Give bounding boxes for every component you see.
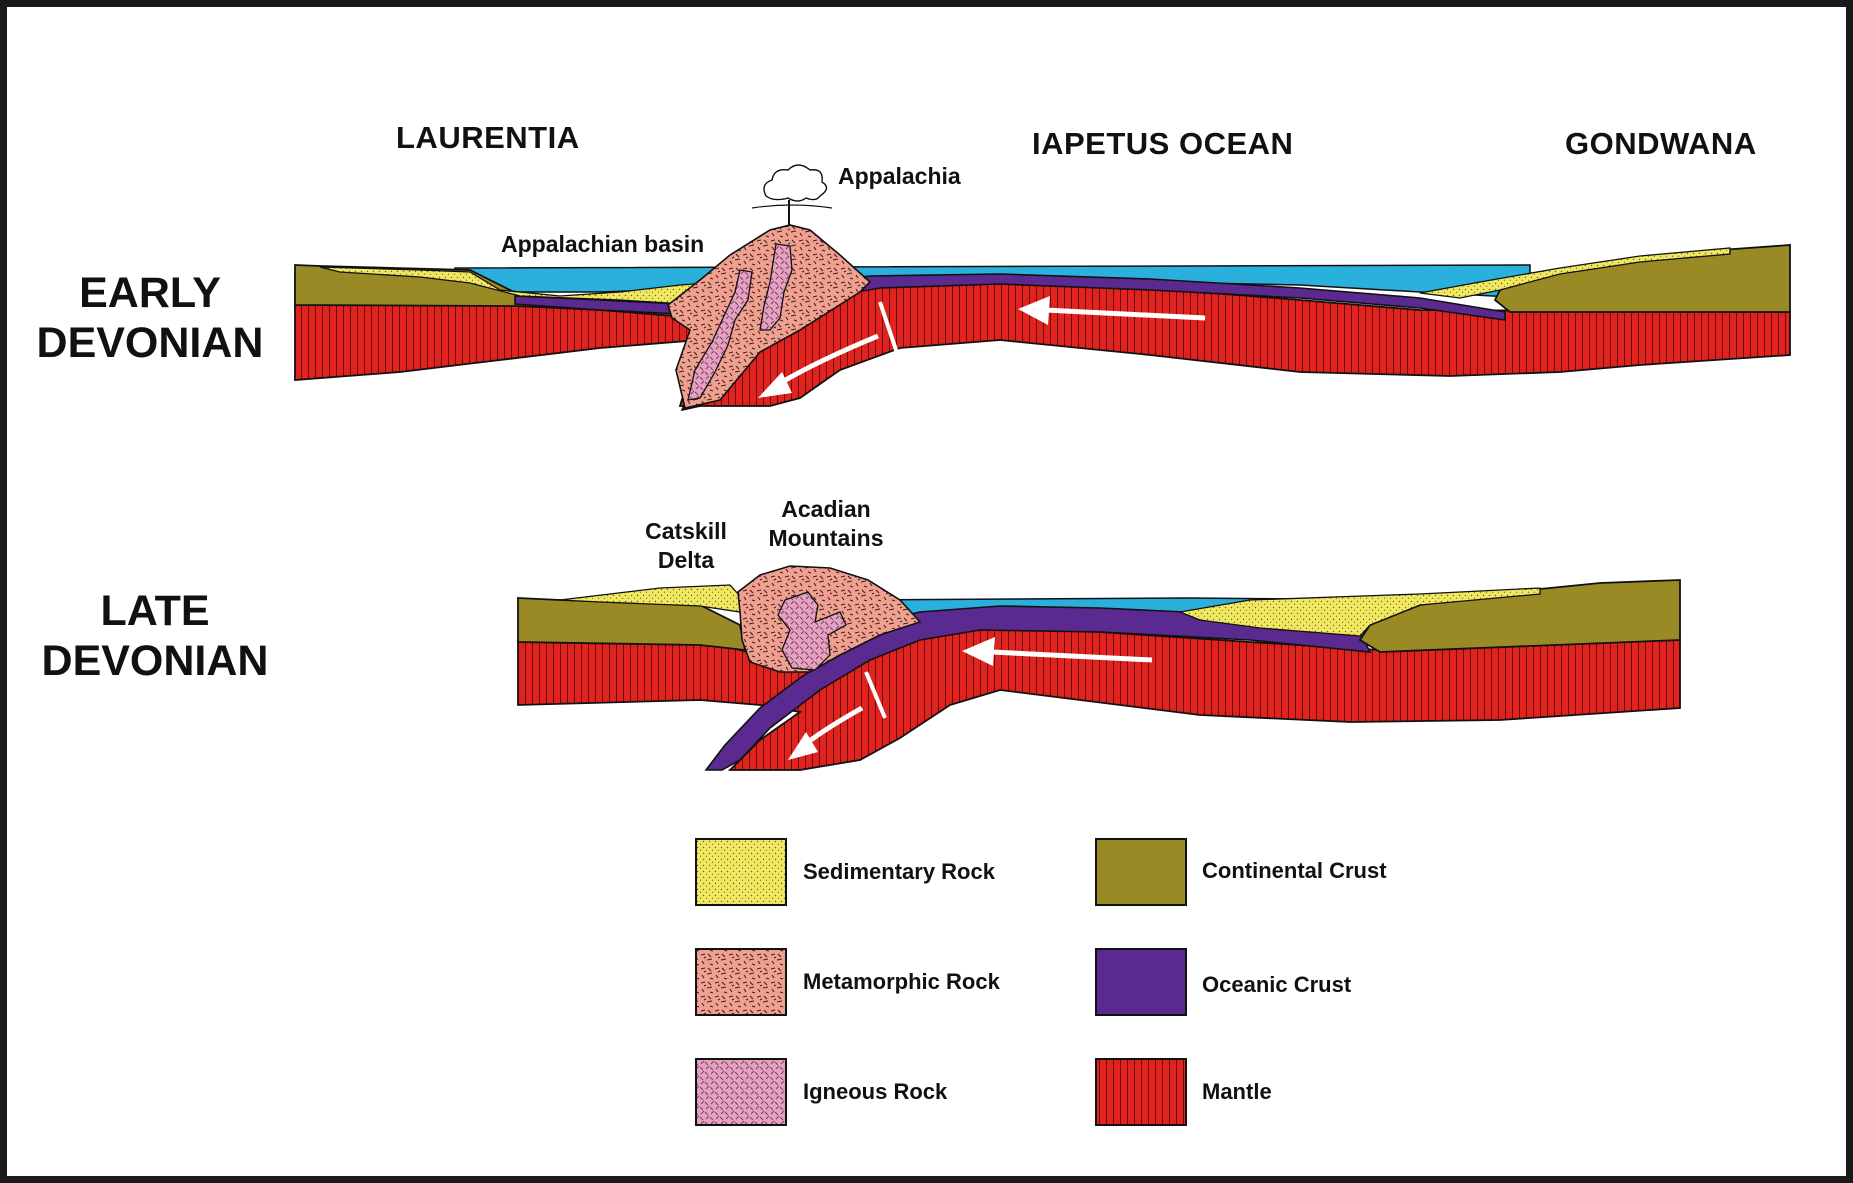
legend-label-metamorphic: Metamorphic Rock (803, 969, 1000, 995)
acadian-line2: Mountains (752, 524, 900, 553)
stage-late-line2: DEVONIAN (30, 636, 280, 686)
late-devonian-section (518, 566, 1680, 770)
late-mantle (518, 628, 1680, 770)
legend-swatch-mantle (1096, 1059, 1186, 1125)
legend-label-mantle: Mantle (1202, 1079, 1272, 1105)
legend-label-continental: Continental Crust (1202, 858, 1387, 884)
stage-label-early: EARLY DEVONIAN (30, 268, 270, 368)
legend-swatch-oceanic (1096, 949, 1186, 1015)
legend-swatch-sedimentary (696, 839, 786, 905)
stage-late-line1: LATE (30, 586, 280, 636)
legend-swatch-continental (1096, 839, 1186, 905)
catskill-line2: Delta (630, 546, 742, 575)
region-laurentia: LAURENTIA (396, 120, 580, 156)
label-appalachia: Appalachia (838, 163, 961, 190)
legend-label-sedimentary: Sedimentary Rock (803, 859, 995, 885)
stage-early-line1: EARLY (30, 268, 270, 318)
legend-label-igneous: Igneous Rock (803, 1079, 947, 1105)
stage-early-line2: DEVONIAN (30, 318, 270, 368)
label-appalachian-basin: Appalachian basin (501, 231, 704, 258)
legend-swatch-metamorphic (696, 949, 786, 1015)
region-iapetus: IAPETUS OCEAN (1032, 126, 1293, 162)
catskill-line1: Catskill (630, 517, 742, 546)
legend-label-oceanic: Oceanic Crust (1202, 972, 1351, 998)
legend-swatch-igneous (696, 1059, 786, 1125)
early-volcano-plume (752, 165, 832, 226)
label-catskill-delta: Catskill Delta (630, 517, 742, 575)
early-devonian-section (295, 165, 1790, 410)
region-gondwana: GONDWANA (1565, 126, 1757, 162)
label-acadian-mountains: Acadian Mountains (752, 495, 900, 553)
acadian-line1: Acadian (752, 495, 900, 524)
stage-label-late: LATE DEVONIAN (30, 586, 280, 686)
